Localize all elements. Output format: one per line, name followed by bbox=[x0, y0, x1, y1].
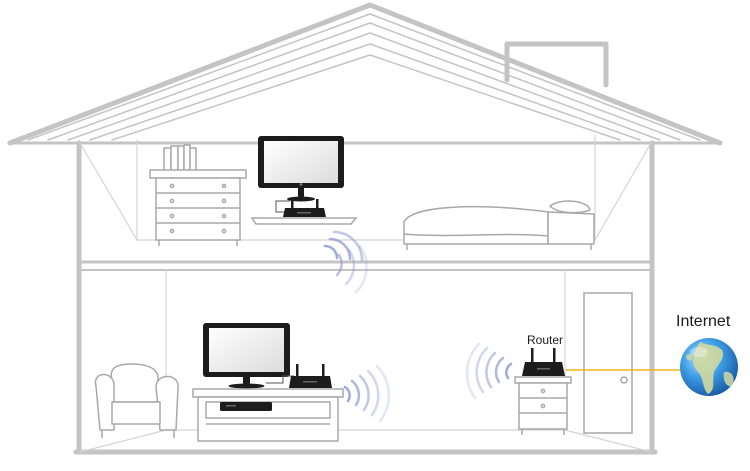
monitor-icon bbox=[258, 136, 344, 202]
wifi-waves-icon bbox=[323, 230, 368, 294]
upstairs-cable bbox=[275, 200, 290, 213]
bookshelf-icon bbox=[163, 144, 197, 172]
house-walls bbox=[73, 140, 658, 455]
tv-stand-icon bbox=[192, 388, 344, 442]
roof-lines bbox=[7, 2, 723, 146]
bed-icon bbox=[403, 200, 595, 250]
globe-icon bbox=[680, 338, 738, 396]
wifi-waves-icon bbox=[465, 342, 513, 400]
wifi-waves-icon bbox=[343, 364, 391, 423]
router-icon bbox=[283, 199, 326, 217]
door-icon bbox=[583, 292, 633, 434]
desk-shelf bbox=[250, 217, 358, 225]
armchair-icon bbox=[94, 363, 179, 438]
house-outline bbox=[7, 2, 723, 455]
set-top-box-icon bbox=[220, 402, 272, 411]
downstairs-cable bbox=[266, 375, 294, 384]
router-label: Router bbox=[527, 333, 564, 347]
dresser-icon bbox=[149, 169, 247, 246]
chimney bbox=[504, 41, 609, 88]
nightstand-icon bbox=[514, 376, 572, 435]
floor-divider bbox=[77, 260, 654, 271]
router-icon bbox=[289, 364, 332, 388]
router-icon bbox=[522, 348, 565, 376]
monitor-icon bbox=[203, 323, 290, 389]
internet-label: Internet bbox=[676, 313, 731, 330]
